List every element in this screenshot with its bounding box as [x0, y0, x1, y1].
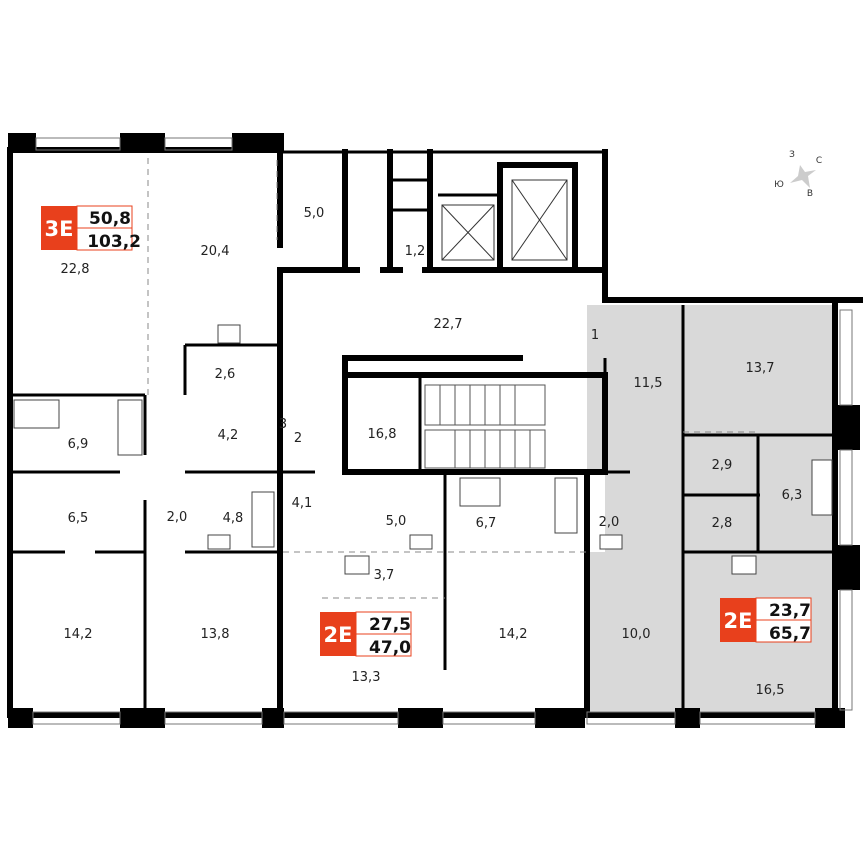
room-area: 22,8 — [61, 262, 90, 277]
compass-rose-icon — [790, 165, 816, 188]
room-area: 14,2 — [499, 627, 528, 642]
entrance-number: 3 — [279, 417, 287, 432]
room-area: 10,0 — [622, 627, 651, 642]
entrance-number: 2 — [294, 431, 302, 446]
compass-south: Ю — [774, 180, 784, 190]
room-area: 6,5 — [68, 511, 89, 526]
room-area: 13,7 — [746, 361, 775, 376]
room-area: 5,0 — [386, 514, 407, 529]
living-area: 23,7 — [769, 601, 811, 621]
room-area: 2,6 — [215, 367, 236, 382]
walls — [7, 147, 863, 718]
total-area: 65,7 — [769, 624, 811, 644]
compass: З С Ю В — [774, 150, 822, 199]
room-area: 11,5 — [634, 376, 663, 391]
room-area: 13,3 — [352, 670, 381, 685]
room-area: 4,2 — [218, 428, 239, 443]
apartment-code: 3Е — [45, 217, 74, 241]
entrance-number: 1 — [591, 328, 599, 343]
apartment-badge-2e-center[interactable]: 2Е 27,5 47,0 — [320, 611, 412, 658]
staircase — [424, 384, 546, 469]
compass-east: В — [807, 189, 813, 199]
room-area-labels: 22,8 20,4 5,0 1,2 22,7 11,5 13,7 2,6 6,9… — [61, 206, 803, 698]
compass-north: С — [816, 156, 822, 166]
apartment-badge-2e-right[interactable]: 2Е 23,7 65,7 — [720, 597, 812, 644]
room-area: 2,0 — [599, 515, 620, 530]
room-area: 1,2 — [405, 244, 426, 259]
apartment-code: 2Е — [324, 623, 353, 647]
room-area: 13,8 — [201, 627, 230, 642]
window-glass — [32, 137, 853, 725]
room-area: 16,8 — [368, 427, 397, 442]
total-area: 47,0 — [369, 638, 411, 658]
compass-west: З — [789, 150, 795, 160]
entrance-numbers: 1 2 3 — [279, 328, 599, 446]
room-area: 2,0 — [167, 510, 188, 525]
room-area: 2,8 — [712, 516, 733, 531]
room-area: 20,4 — [201, 244, 230, 259]
windows — [8, 133, 860, 728]
room-area: 6,3 — [782, 488, 803, 503]
room-area: 4,1 — [292, 496, 313, 511]
living-area: 27,5 — [369, 615, 411, 635]
room-area: 5,0 — [304, 206, 325, 221]
dashed-zone-dividers — [147, 158, 760, 599]
highlighted-apartment[interactable] — [587, 305, 835, 712]
room-area: 2,9 — [712, 458, 733, 473]
room-area: 3,7 — [374, 568, 395, 583]
room-area: 16,5 — [756, 683, 785, 698]
room-area: 22,7 — [434, 317, 463, 332]
fixtures — [13, 324, 833, 575]
room-area: 6,7 — [476, 516, 497, 531]
total-area: 103,2 — [87, 232, 141, 252]
apartment-code: 2Е — [724, 609, 753, 633]
elevators — [441, 179, 568, 261]
room-area: 14,2 — [64, 627, 93, 642]
living-area: 50,8 — [89, 209, 131, 229]
room-area: 6,9 — [68, 437, 89, 452]
room-area: 4,8 — [223, 511, 244, 526]
apartment-badge-3e[interactable]: 3Е 50,8 103,2 — [41, 205, 141, 252]
